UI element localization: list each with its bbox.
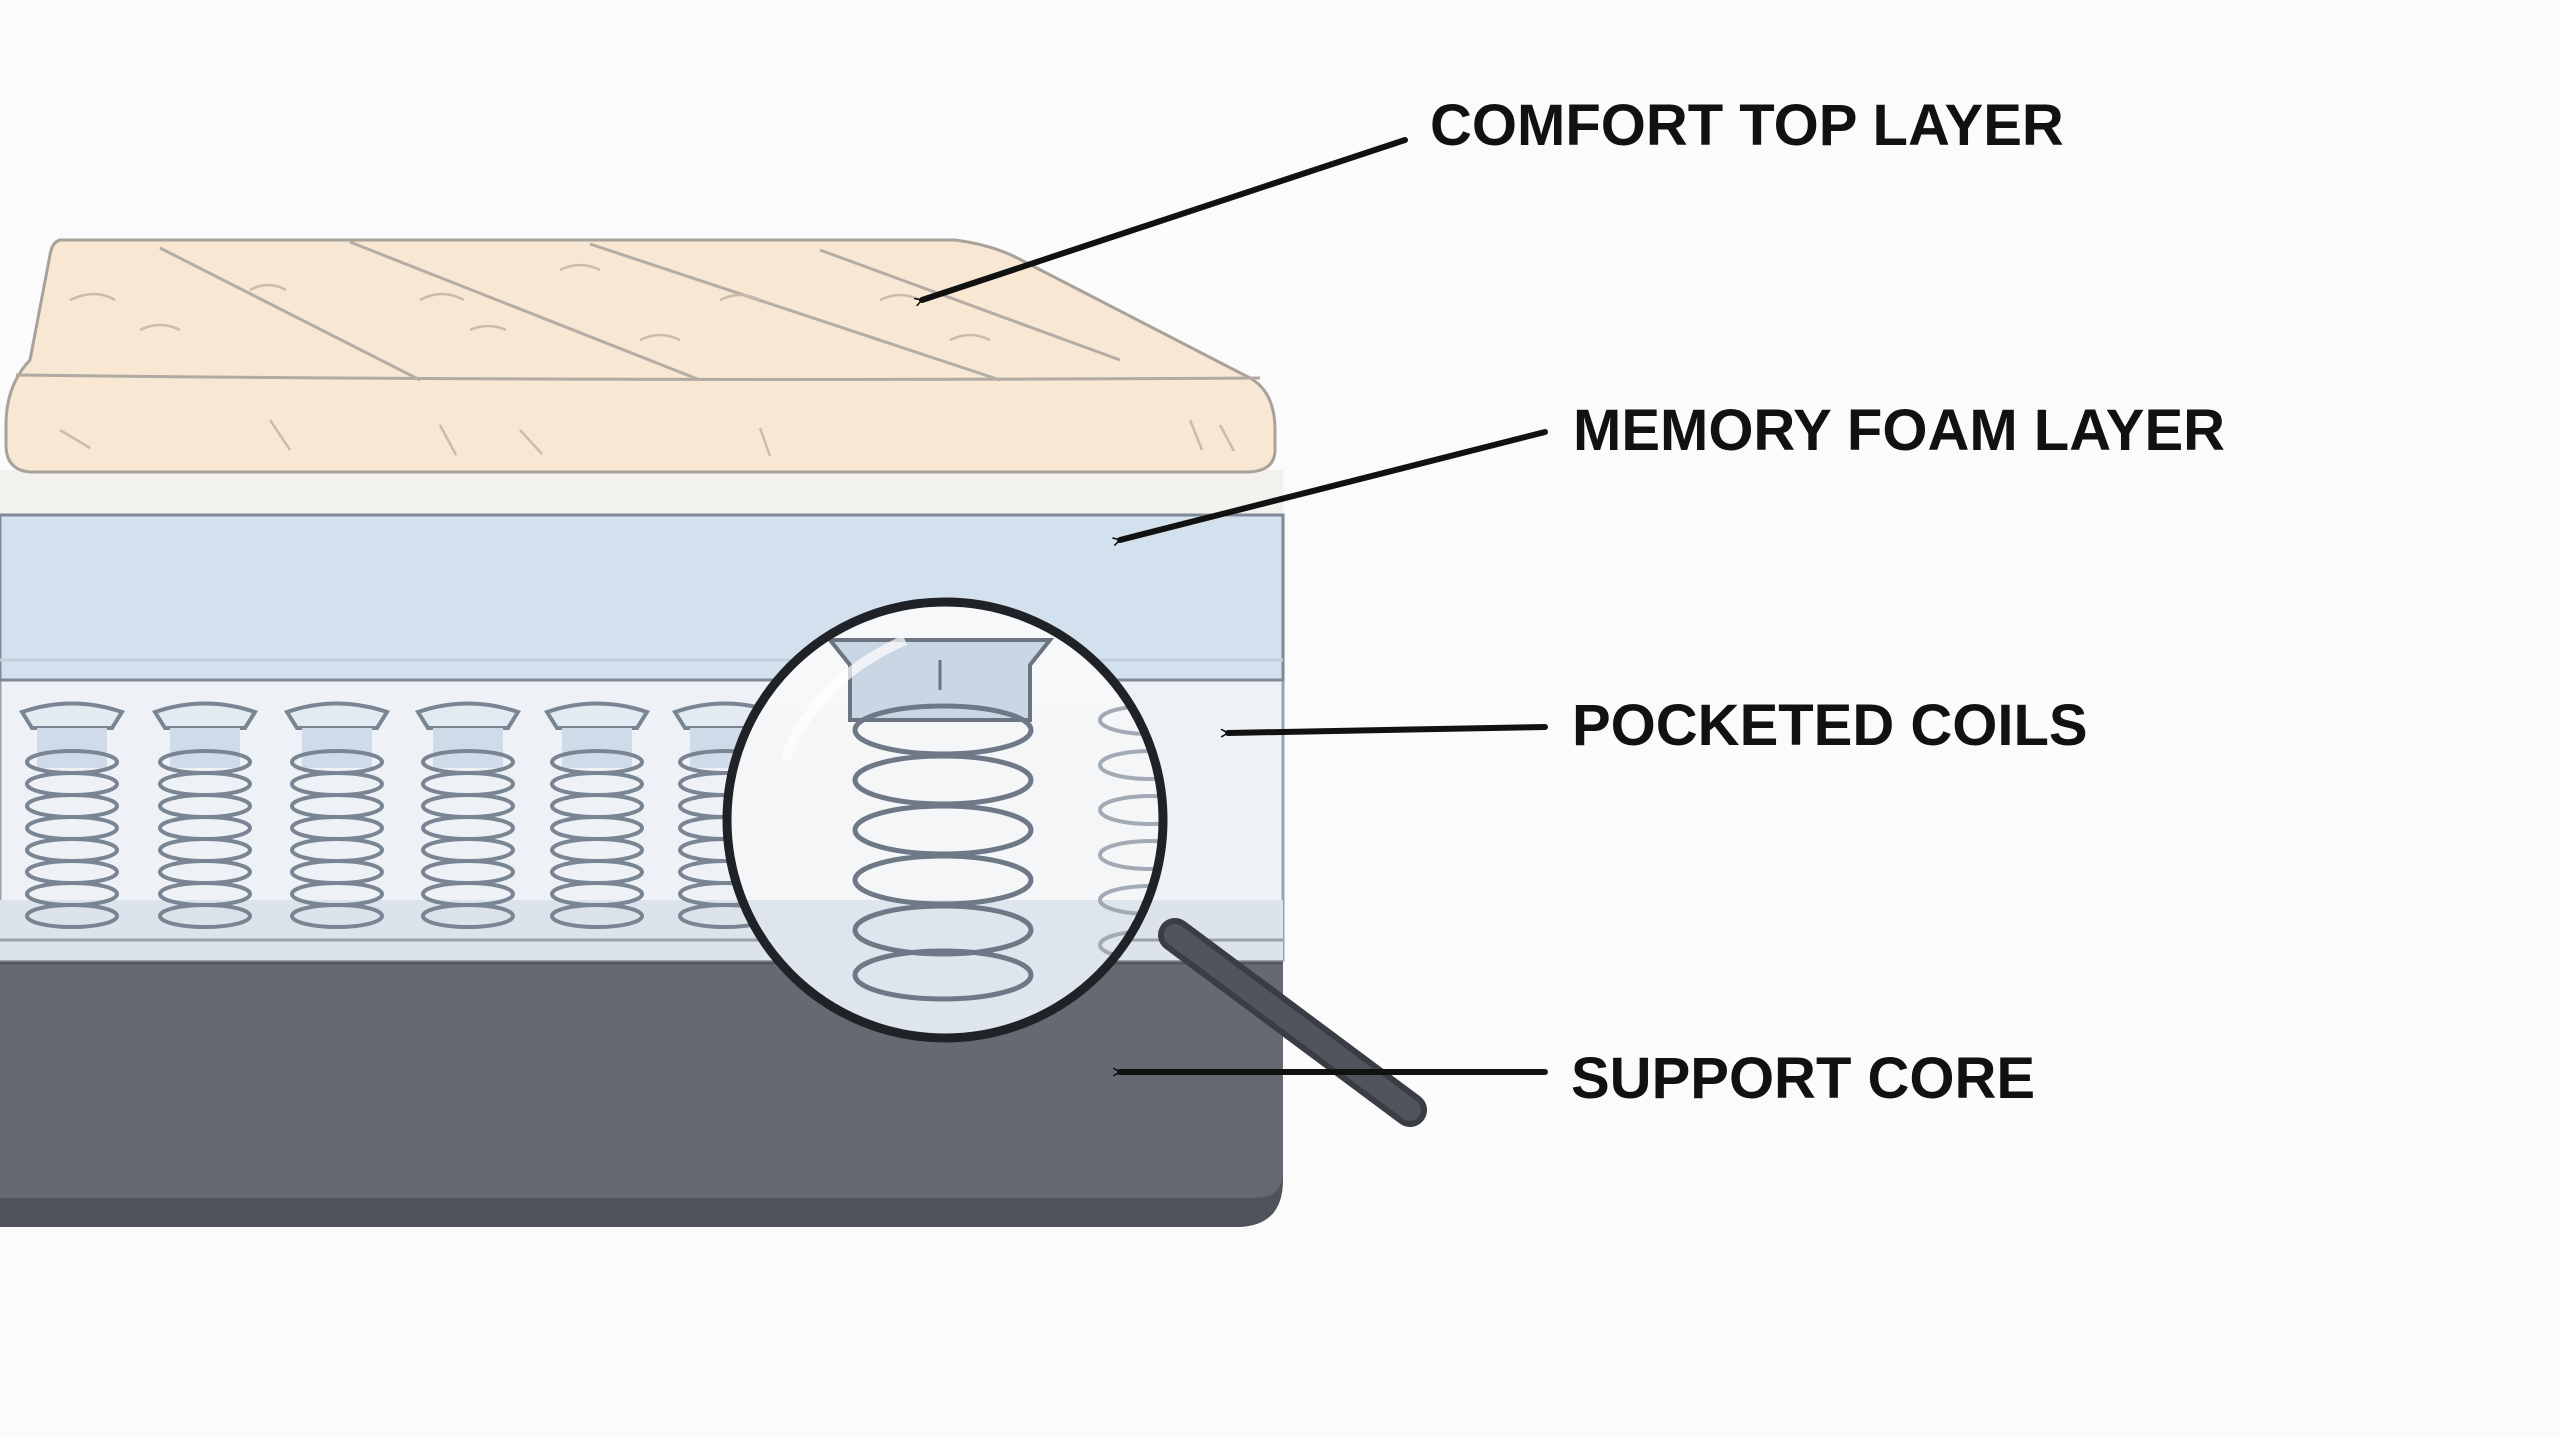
- label-memory-foam-layer: MEMORY FOAM LAYER: [1573, 398, 2226, 463]
- coil-3: [283, 701, 391, 929]
- magnifying-glass-icon: [722, 597, 1427, 1127]
- coil-1: [18, 701, 126, 929]
- label-comfort-top-layer: COMFORT TOP LAYER: [1430, 93, 2064, 158]
- coil-4: [414, 701, 522, 929]
- memory-foam-layer: [0, 470, 1285, 682]
- comfort-arrow: [914, 137, 1408, 307]
- comfort-top-layer: [4, 238, 1277, 474]
- memory-foam-arrow: [1112, 429, 1548, 546]
- coil-5: [543, 701, 651, 929]
- coil-2: [151, 701, 259, 929]
- label-support-core: SUPPORT CORE: [1571, 1046, 2036, 1111]
- callout-arrows: [914, 137, 1548, 1077]
- coils-arrow: [1220, 724, 1548, 738]
- label-pocketed-coils: POCKETED COILS: [1572, 693, 2088, 758]
